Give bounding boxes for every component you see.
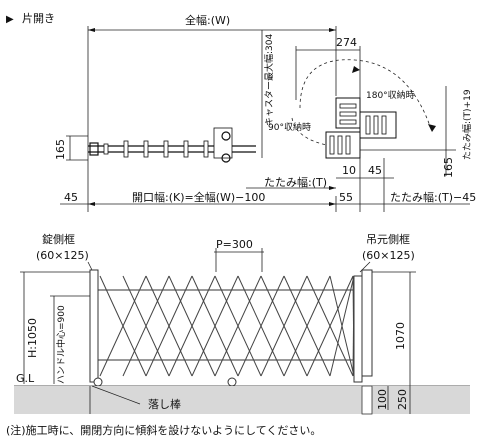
footnote: (注)施工時に、開閉方向に傾斜を設けないようにしてください。	[6, 423, 321, 437]
drop-rod-leader	[91, 385, 141, 405]
caster-wheel-bottom	[221, 153, 231, 163]
hinge-post-label: 吊元側框	[366, 233, 410, 246]
lattice-bar	[306, 275, 354, 377]
lattice-bar	[283, 275, 331, 377]
lattice-bar	[214, 275, 262, 377]
header-label: 片開き	[22, 12, 55, 25]
lattice-bar	[122, 275, 170, 377]
dim-165-left-label: 165	[54, 139, 67, 160]
pitch-label: P=300	[216, 238, 253, 251]
dim-250-label: 250	[396, 389, 409, 410]
overall-width-arrow-right	[329, 28, 336, 32]
latch-caster	[93, 377, 103, 387]
lattice-bar	[99, 275, 147, 377]
caster-wheel-top	[221, 131, 231, 141]
latch-post-leader	[87, 261, 93, 271]
gate-lattice	[99, 275, 355, 377]
post-foundation	[361, 385, 373, 415]
latch-post-size-label: (60×125)	[36, 249, 89, 262]
folded-gate-plan	[325, 97, 397, 159]
swing-180-label: 180°収納時	[366, 89, 415, 101]
header-marker: ▶	[6, 14, 14, 25]
swing-arc-180	[299, 59, 433, 133]
handle-center-label: ハンドル中心=900	[55, 305, 67, 384]
latch-post-elevation	[89, 269, 99, 383]
swing-90-label: 90°収納時	[268, 121, 311, 133]
lattice-bar	[329, 275, 355, 377]
overall-width-label: 全幅:(W)	[185, 13, 230, 27]
dim-55-label: 55	[339, 191, 353, 204]
height-label: H:1050	[26, 318, 39, 358]
lattice-bar	[352, 275, 355, 377]
mid-caster	[227, 377, 237, 387]
wall-post-elevation	[361, 269, 373, 377]
opening-arrow-left	[88, 202, 95, 206]
dim-10-label: 10	[342, 164, 356, 177]
fold-width-t19-label: たたみ幅:(T)+19	[461, 89, 473, 160]
latch-post-plan	[89, 142, 99, 156]
dim-165-right-label: 165	[442, 157, 455, 178]
dim-100-label: 100	[376, 389, 389, 410]
lattice-bar	[168, 275, 216, 377]
lattice-bar	[237, 275, 285, 377]
caster-max-width-label: キャスター最大幅:304	[263, 34, 275, 126]
fold-t-arrow	[329, 186, 336, 190]
overall-width-arrow-left	[88, 28, 95, 32]
lattice-bar	[145, 275, 193, 377]
opening-width-label: 開口幅:(K)=全幅(W)−100	[132, 190, 265, 204]
latch-post-label: 錠側框	[42, 232, 75, 246]
fold-width-t45-label: たたみ幅:(T)−45	[390, 191, 476, 204]
dim-45-right-label: 45	[368, 164, 382, 177]
dim-274-label: 274	[336, 36, 357, 49]
post-height-label: 1070	[394, 322, 407, 350]
hinge-post-elevation	[353, 275, 363, 383]
fold-width-t-label: たたみ幅:(T)	[264, 176, 327, 189]
swing-arrow-right	[428, 124, 436, 132]
dim-45-left-label: 45	[64, 191, 78, 204]
plan-pins	[103, 127, 233, 159]
opening-arrow-right	[329, 202, 336, 206]
swing-arrow-top	[352, 66, 360, 73]
drop-rod-label: 落し棒	[148, 397, 181, 411]
ground-level-label: G.L	[16, 372, 35, 385]
lattice-bar	[191, 275, 239, 377]
hinge-post-size-label: (60×125)	[362, 249, 415, 262]
lattice-bar	[260, 275, 308, 377]
